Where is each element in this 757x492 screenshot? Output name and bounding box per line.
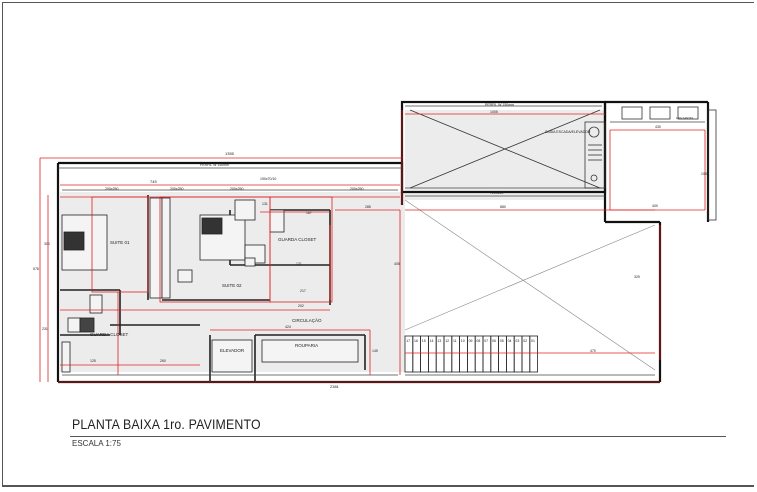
parking-stall-number: 04 [508, 339, 512, 343]
dim-125: 125 [90, 359, 96, 363]
parking-stall-number: 07 [484, 339, 488, 343]
dim-h-198: 198 [701, 172, 707, 176]
parking-stall-number: 08 [476, 339, 480, 343]
label-guarda-closet-1: GUARDA CLOSET [278, 237, 317, 242]
dim-167: 167 [306, 211, 312, 215]
dim-100x140: 100x140/110 [676, 116, 693, 120]
sheet-border [2, 2, 754, 487]
parking-stall [529, 335, 538, 373]
stair-box [584, 121, 606, 189]
dim-h-329: 329 [634, 275, 640, 279]
drawing-scale: ESCALA 1:75 [72, 439, 121, 448]
furniture [61, 197, 359, 373]
dim-h-300: 300 [44, 242, 50, 246]
dim-470: 470 [590, 349, 596, 353]
dim-bottom-width: 2381 [330, 384, 340, 389]
parking-stall-number: 12 [445, 339, 449, 343]
drawing-title: PLANTA BAIXA 1ro. PAVIMENTO [72, 416, 261, 432]
parking-stall-number: 10 [461, 339, 465, 343]
parking-stall-number: 14 [430, 339, 434, 343]
title-underline [70, 436, 726, 437]
dim-217: 217 [300, 289, 306, 293]
dimension-lines [39, 110, 706, 383]
parking-stall-number: 09 [469, 339, 473, 343]
dim-h-145: 145 [372, 349, 378, 353]
label-rouparia: ROUPARIA [295, 343, 318, 348]
perimeter-thin [58, 105, 705, 376]
parking-stall-number: 05 [500, 339, 504, 343]
dim-285: 285 [365, 205, 371, 209]
parking-stall-number: 15 [422, 339, 426, 343]
open-area-cross [404, 199, 656, 371]
parking-stall-number: 17 [406, 339, 410, 343]
dim-perfil-right: PERFIL W 150mm [485, 103, 514, 107]
dim-h-578: 578 [33, 267, 39, 271]
dim-424: 424 [285, 325, 291, 329]
dim-win2: 200x250 [170, 187, 183, 191]
parking-stall-number: 01 [531, 339, 535, 343]
dim-top-mid: 190x70/10 [260, 177, 276, 181]
label-circulacao: CIRCULAÇÃO [292, 317, 322, 323]
skylights [621, 106, 717, 221]
dim-win3: 200x250 [230, 187, 243, 191]
dim-win4: 200x250 [350, 187, 363, 191]
parking-stall-number: 06 [492, 339, 496, 343]
dim-perfil-top: PERFIL W 150mm [200, 163, 229, 167]
dim-231: 231 [42, 327, 48, 331]
dim-430: 430 [655, 125, 661, 129]
dim-h-405: 405 [394, 262, 400, 266]
parking-stall-number: 16 [414, 339, 418, 343]
parking-stall-number: 11 [453, 339, 457, 343]
dim-121: 121 [296, 262, 302, 266]
parking-stall-number: 03 [515, 339, 519, 343]
dim-720: 720x250 [490, 191, 503, 195]
label-caixa-escada: SAÍDA ESCADA/ELEVADOR [545, 130, 591, 134]
dim-131: 131 [262, 202, 268, 206]
label-suite-02: SUITE 02 [222, 283, 242, 288]
dim-win1: 200x250 [105, 187, 118, 191]
dim-400: 400 [652, 204, 658, 208]
label-suite-01: SUITE 01 [110, 240, 130, 245]
label-elevador: ELEVADOR [220, 348, 245, 353]
parking-stall-number: 13 [437, 339, 441, 343]
floor-fill [60, 110, 605, 372]
dim-total-width: 1355 [225, 151, 235, 156]
dim-202: 202 [298, 304, 304, 308]
dim-260: 260 [160, 359, 166, 363]
dim-top-left: 745 [150, 179, 157, 184]
parking-stall-number: 02 [523, 339, 527, 343]
label-guarda-closet-2: GUARDA CLOSET [90, 332, 129, 337]
dim-1005: 1005 [490, 110, 498, 114]
dim-880: 880 [500, 205, 506, 209]
void-cross [409, 109, 601, 189]
